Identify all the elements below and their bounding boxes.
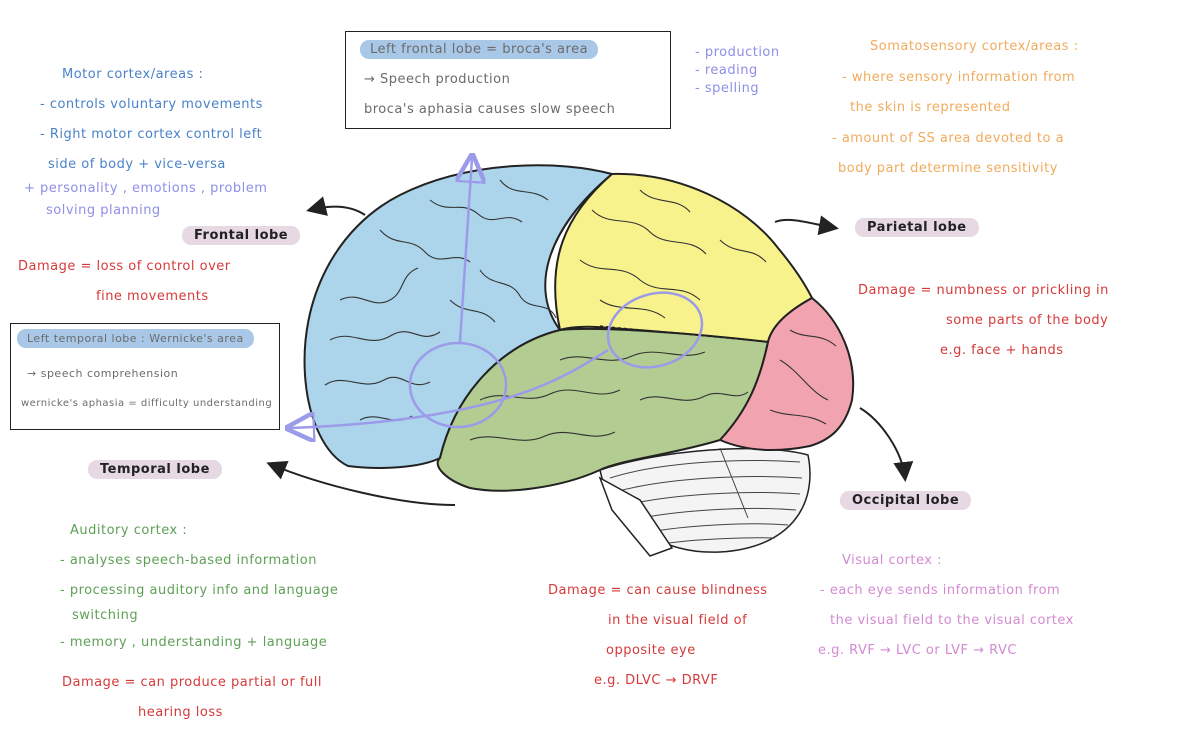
parietal-lobe-label: Parietal lobe	[855, 218, 979, 237]
broca-box-line: broca's aphasia causes slow speech	[364, 102, 616, 117]
broca-function-item: - production	[695, 45, 780, 60]
motor-cortex-line: - controls voluntary movements	[40, 97, 263, 112]
broca-function-item: - spelling	[695, 81, 760, 96]
somatosensory-line: - where sensory information from	[842, 70, 1076, 85]
broca-functions: - production - reading - spelling	[695, 44, 780, 98]
temporal-lobe-label: Temporal lobe	[88, 460, 222, 479]
occipital-damage-line: Damage = can cause blindness	[548, 583, 768, 598]
parieto-temporal-divider	[599, 325, 769, 343]
somatosensory-line: - amount of SS area devoted to a	[832, 131, 1065, 146]
frontal-extra-line: solving planning	[46, 203, 161, 218]
area-annotation-lines	[290, 158, 704, 428]
temporal-damage-line: Damage = can produce partial or full	[62, 675, 322, 690]
broca-box-title: Left frontal lobe = broca's area	[360, 40, 599, 59]
visual-cortex-line: e.g. RVF → LVC or LVF → RVC	[818, 643, 1017, 658]
auditory-line: - analyses speech-based information	[60, 553, 317, 568]
wernicke-box-line: wernicke's aphasia = difficulty understa…	[21, 398, 273, 409]
parietal-damage-line: some parts of the body	[946, 313, 1109, 328]
frontal-extra-line: + personality , emotions , problem	[24, 181, 268, 196]
occipital-damage-line: in the visual field of	[608, 613, 748, 628]
visual-cortex-heading: Visual cortex :	[842, 553, 942, 568]
occipital-damage-line: e.g. DLVC → DRVF	[594, 673, 719, 688]
parietal-lobe	[554, 172, 814, 344]
wernicke-box-title: Left temporal lobe : Wernicke's area	[17, 329, 254, 348]
auditory-line: - memory , understanding + language	[60, 635, 328, 650]
motor-cortex-heading: Motor cortex/areas :	[62, 67, 204, 82]
occipital-lobe	[718, 296, 855, 451]
broca-function-item: - reading	[695, 63, 758, 78]
frontal-lobe-label: Frontal lobe	[182, 226, 301, 245]
brainstem	[598, 476, 674, 557]
frontal-extra-functions: + personality , emotions , problem solvi…	[24, 178, 267, 222]
temporal-damage-line: hearing loss	[138, 705, 223, 720]
broca-box-line: → Speech production	[364, 72, 511, 87]
frontal-damage-line: Damage = loss of control over	[18, 259, 231, 274]
wernicke-box-line: → speech comprehension	[27, 367, 179, 380]
somatosensory-line: body part determine sensitivity	[838, 161, 1058, 176]
somatosensory-heading: Somatosensory cortex/areas :	[870, 39, 1079, 54]
visual-cortex-line: the visual field to the visual cortex	[830, 613, 1074, 628]
auditory-line: - processing auditory info and language	[60, 583, 339, 598]
auditory-heading: Auditory cortex :	[70, 523, 188, 538]
motor-cortex-line: - Right motor cortex control left	[40, 127, 263, 142]
motor-cortex-line: side of body + vice-versa	[48, 157, 226, 172]
broca-area-box: Left frontal lobe = broca's area → Speec…	[345, 31, 671, 129]
lobe-arrows	[266, 196, 914, 506]
frontal-lobe	[303, 164, 615, 469]
frontal-damage-line: fine movements	[96, 289, 209, 304]
occipital-damage-line: opposite eye	[606, 643, 696, 658]
wernicke-area-box: Left temporal lobe : Wernicke's area → s…	[10, 323, 280, 430]
somatosensory-line: the skin is represented	[850, 100, 1011, 115]
parietal-damage-line: e.g. face + hands	[940, 343, 1064, 358]
occipital-lobe-label: Occipital lobe	[840, 491, 972, 510]
visual-cortex-line: - each eye sends information from	[820, 583, 1061, 598]
auditory-line: switching	[72, 608, 139, 623]
parietal-damage-line: Damage = numbness or prickling in	[858, 283, 1109, 298]
